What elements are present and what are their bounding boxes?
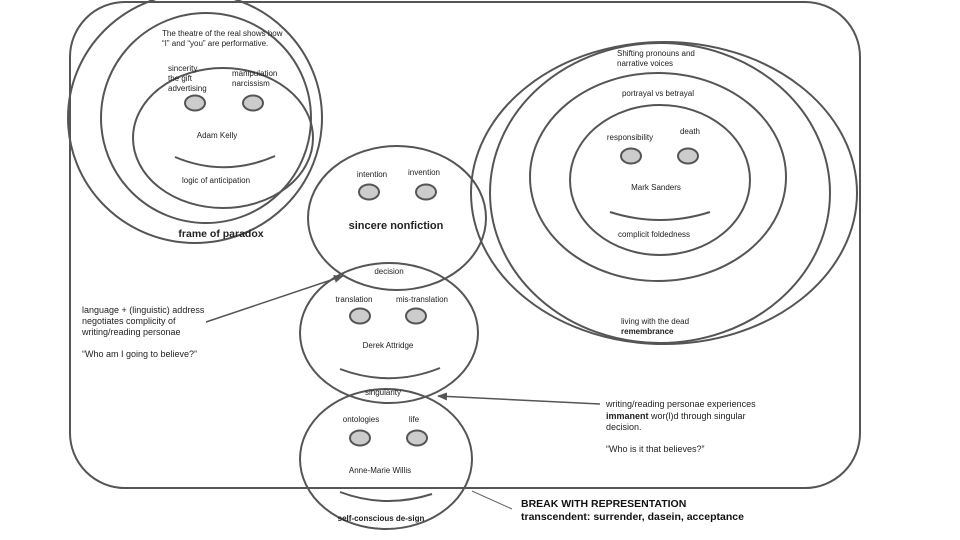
kelly-name: Adam Kelly <box>196 131 238 140</box>
right-note-question: “Who is it that believes?” <box>606 444 705 454</box>
sanders-eye-left <box>620 147 642 165</box>
decision-label: decision <box>374 267 404 276</box>
kelly-mouth-label: logic of anticipation <box>181 176 251 185</box>
right-note-line-2: immanent wor(l)d through singular <box>606 410 746 422</box>
willis-eye-right <box>406 429 428 447</box>
kelly-mouth <box>174 155 276 169</box>
sanders-ring-2 <box>489 42 831 344</box>
sincere-eye-left <box>358 183 380 201</box>
willis-left-eye-label: ontologies <box>342 415 380 424</box>
remembrance-title: remembrance <box>621 327 674 336</box>
attridge-right-eye-label: mis-translation <box>395 295 449 304</box>
sincere-right-eye-label: invention <box>407 168 441 177</box>
sanders-ring-inner <box>569 104 751 256</box>
sincere-eye-right <box>415 183 437 201</box>
sanders-left-eye-label: responsibility <box>606 133 654 142</box>
sanders-right-eye-label: death <box>679 127 701 136</box>
sanders-ring-text-2: narrative voices <box>617 59 674 68</box>
left-note-line-2: negotiates complicity of <box>82 316 176 326</box>
attridge-left-eye-label: translation <box>335 295 373 304</box>
left-note-line-3: writing/reading personae <box>82 327 181 337</box>
kelly-eye-right <box>242 94 264 112</box>
sincere-circle <box>307 145 487 291</box>
sanders-ring-text-3: portrayal vs betrayal <box>621 89 695 98</box>
willis-title: self-conscious de-sign <box>337 514 425 523</box>
singularity-label: singularity <box>364 388 402 397</box>
willis-mouth <box>339 491 433 502</box>
kelly-ring-middle <box>100 12 312 224</box>
sanders-eye-right <box>677 147 699 165</box>
sincere-left-eye-label: intention <box>356 170 388 179</box>
sanders-mouth <box>609 211 711 221</box>
left-note-line-1: language + (linguistic) address <box>82 305 205 315</box>
kelly-eye-left <box>184 94 206 112</box>
right-note-line-2-rest: wor(l)d through singular <box>648 411 746 421</box>
sincere-title: sincere nonfiction <box>348 220 444 232</box>
kelly-left-eye-label-3: advertising <box>168 84 207 93</box>
attridge-mouth <box>339 367 441 380</box>
willis-name: Anne-Marie Willis <box>348 466 412 475</box>
arrow-left-to-decision <box>205 275 344 323</box>
left-note-question: “Who am I going to believe?” <box>82 349 198 359</box>
right-note-line-3: decision. <box>606 422 642 432</box>
kelly-left-eye-label-1: sincerity <box>168 64 198 73</box>
kelly-ring-text-2: “I” and “you” are performative. <box>162 39 269 48</box>
frame-of-paradox-title: frame of paradox <box>178 228 264 240</box>
arrow-right-to-singularity <box>437 392 601 405</box>
right-note-line-1: writing/reading personae experiences <box>606 399 756 409</box>
sanders-ring-3 <box>529 72 787 282</box>
immanent-bold: immanent <box>606 411 649 421</box>
sanders-outer-text: living with the dead <box>621 317 690 326</box>
willis-right-eye-label: life <box>408 415 420 424</box>
attridge-eye-right <box>405 307 427 325</box>
attridge-name: Derek Attridge <box>362 341 414 350</box>
kelly-left-eye-label-2: the gift <box>168 74 193 83</box>
attridge-circle <box>299 262 479 404</box>
kelly-right-eye-label-1: manipulation <box>232 69 278 78</box>
kelly-ring-outer <box>67 0 323 244</box>
break-heading: BREAK WITH REPRESENTATION <box>521 498 687 510</box>
break-subheading: transcendent: surrender, dasein, accepta… <box>521 511 744 523</box>
kelly-right-eye-label-2: narcissism <box>232 79 270 88</box>
kelly-ring-text-1: The theatre of the real shows how <box>162 29 283 38</box>
sanders-mouth-label: complicit foldedness <box>617 230 691 239</box>
break-connector <box>471 490 513 510</box>
attridge-eye-left <box>349 307 371 325</box>
willis-eye-left <box>349 429 371 447</box>
kelly-ring-inner <box>132 67 314 209</box>
sanders-name: Mark Sanders <box>631 183 681 192</box>
sanders-ring-text-1: Shifting pronouns and <box>617 49 695 58</box>
willis-circle <box>299 388 473 530</box>
sanders-ring-outer <box>470 41 858 345</box>
kelly-circles <box>67 0 323 244</box>
sanders-circles <box>470 41 858 345</box>
